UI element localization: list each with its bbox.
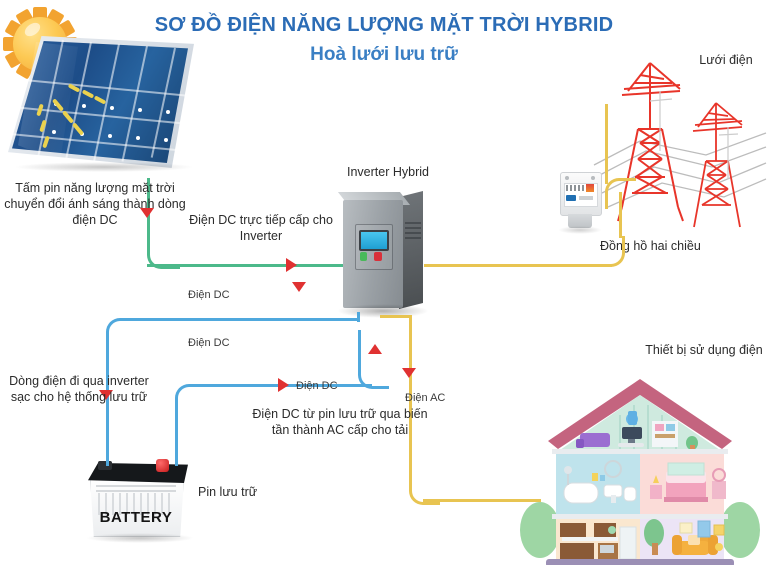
- inverter-icon: [337, 186, 429, 318]
- dc-from-battery-caption: Điện DC từ pin lưu trữ qua biến tần thàn…: [252, 407, 428, 437]
- flow-arrow-ac-down: [402, 368, 416, 378]
- flow-arrow-charge-down: [292, 282, 306, 292]
- meter-label: Đồng hồ hai chiều: [600, 239, 701, 253]
- solar-panel-icon: [8, 36, 198, 176]
- ac-line-grid-vertical: [605, 104, 608, 184]
- dc-line-discharge-riser: [358, 330, 361, 362]
- grid-label: Lưới điện: [699, 53, 753, 67]
- ac-line-inverter-tap: [380, 315, 412, 318]
- dc-line-discharge-corner1: [175, 384, 206, 415]
- house-icon: [516, 375, 764, 565]
- dc-line-panel-corner: [147, 236, 180, 269]
- page-title-line1: SƠ ĐỒ ĐIỆN NĂNG LƯỢNG MẶT TRỜI HYBRID: [154, 14, 614, 36]
- ac-line-house-vertical: [409, 318, 412, 488]
- charge-battery-caption: Dòng điện đi qua inverter sạc cho hệ thố…: [9, 374, 149, 404]
- dc-line-charge-corner: [106, 318, 137, 349]
- bidirectional-meter-icon: [556, 172, 604, 234]
- battery-icon: BATTERY: [84, 455, 196, 543]
- ac-line-house-corner: [409, 474, 440, 505]
- dc-label-2: Điện DC: [188, 337, 230, 349]
- dc-line-charge-horizontal: [120, 318, 360, 321]
- ac-label: Điện AC: [405, 392, 446, 404]
- dc-direct-caption: Điện DC trực tiếp cấp cho Inverter: [189, 213, 333, 243]
- dc-line-panel-horizontal: [147, 264, 343, 267]
- ac-line-to-meter: [424, 264, 612, 267]
- dc-line-inverter-drop: [357, 312, 360, 322]
- flow-arrow-charge-battery: [99, 390, 113, 400]
- flow-arrow-to-inverter: [286, 258, 297, 272]
- dc-label-1: Điện DC: [188, 289, 230, 301]
- load-label: Thiết bị sử dụng điện: [645, 343, 763, 357]
- solar-panel-caption: Tấm pin năng lượng mặt trời chuyển đổi á…: [4, 181, 186, 227]
- flow-arrow-discharge-right: [278, 378, 289, 392]
- dc-line-discharge-corner2: [358, 358, 389, 389]
- ac-line-grid-corner: [605, 178, 636, 209]
- battery-text: BATTERY: [99, 509, 173, 526]
- battery-label: Pin lưu trữ: [198, 485, 258, 499]
- flow-arrow-discharge-up: [368, 344, 382, 354]
- ac-line-meter-riser: [619, 192, 622, 238]
- inverter-label: Inverter Hybrid: [347, 165, 429, 179]
- page-title-line2: Hoà lưới lưu trữ: [310, 44, 458, 65]
- flow-arrow-panel-down: [140, 208, 154, 218]
- dc-line-charge-vertical: [106, 344, 109, 466]
- ac-line-house-horizontal: [423, 499, 541, 502]
- dc-line-discharge-vertical: [175, 398, 178, 466]
- dc-label-3: Điện DC: [296, 380, 338, 392]
- ac-line-meter-corner: [594, 236, 625, 267]
